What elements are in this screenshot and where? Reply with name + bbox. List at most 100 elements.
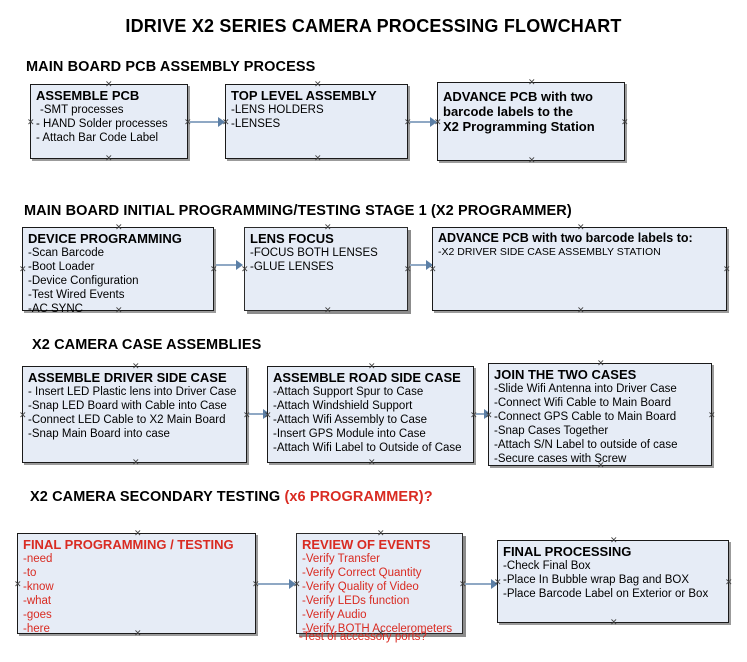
box-title: ASSEMBLE ROAD SIDE CASE — [273, 370, 461, 385]
resize-handle-bottom[interactable] — [134, 630, 141, 637]
resize-handle-left[interactable] — [14, 581, 21, 588]
section-heading-x2-camera-case-assemblies: X2 CAMERA CASE ASSEMBLIES — [32, 337, 261, 353]
resize-handle-bottom[interactable] — [577, 307, 584, 314]
box-title: ASSEMBLE DRIVER SIDE CASE — [28, 370, 227, 385]
resize-handle-bottom[interactable] — [597, 462, 604, 469]
process-box-top-level-assembly[interactable]: TOP LEVEL ASSEMBLY -LENS HOLDERS -LENSES — [225, 84, 408, 159]
resize-handle-bottom[interactable] — [105, 155, 112, 162]
box-line: - Attach Bar Code Label — [36, 132, 159, 144]
box-line: -Attach Wifi Assembly to Case — [273, 414, 428, 426]
box-line: -Secure cases with Screw — [494, 453, 627, 465]
box-title: LENS FOCUS — [250, 231, 334, 246]
resize-handle-top[interactable] — [377, 530, 384, 537]
resize-handle-left[interactable] — [264, 412, 271, 419]
box-line: -Verify Quality of Video — [302, 581, 419, 593]
box-line: -Attach S/N Label to outside of case — [494, 439, 678, 451]
box-line: -Verify Transfer — [302, 553, 380, 565]
process-box-assemble-pcb[interactable]: ASSEMBLE PCB -SMT processes - HAND Solde… — [30, 84, 188, 159]
box-line: -what — [23, 595, 52, 607]
resize-handle-right[interactable] — [708, 412, 715, 419]
resize-handle-left[interactable] — [19, 412, 26, 419]
resize-handle-left[interactable] — [434, 119, 441, 126]
box-line: -Boot Loader — [28, 261, 95, 273]
process-box-final-processing[interactable]: FINAL PROCESSING -Check Final Box -Place… — [497, 540, 729, 623]
process-box-advance-pcb-programming-station[interactable]: ADVANCE PCB with two barcode labels to t… — [437, 82, 625, 161]
resize-handle-right[interactable] — [723, 266, 730, 273]
box-line: -Attach Support Spur to Case — [273, 386, 424, 398]
process-box-assemble-driver-side-case[interactable]: ASSEMBLE DRIVER SIDE CASE - Insert LED P… — [22, 366, 247, 463]
resize-handle-top[interactable] — [134, 530, 141, 537]
box-line: -LENSES — [231, 118, 281, 130]
section-heading-text: X2 CAMERA SECONDARY TESTING — [30, 489, 285, 505]
resize-handle-right[interactable] — [404, 266, 411, 273]
box-line: -need — [23, 553, 53, 565]
resize-handle-left[interactable] — [293, 581, 300, 588]
connector-arrow — [190, 121, 220, 123]
box-line: -Verify LEDs function — [302, 595, 410, 607]
box-title: TOP LEVEL ASSEMBLY — [231, 88, 377, 103]
resize-handle-bottom[interactable] — [115, 307, 122, 314]
connector-arrow — [249, 413, 265, 415]
resize-handle-top[interactable] — [368, 363, 375, 370]
resize-handle-left[interactable] — [429, 266, 436, 273]
process-box-join-the-two-cases[interactable]: JOIN THE TWO CASES -Slide Wifi Antenna i… — [488, 363, 712, 466]
resize-handle-bottom[interactable] — [132, 459, 139, 466]
box-line: -Snap Main Board into case — [28, 428, 170, 440]
box-line: -Scan Barcode — [28, 247, 105, 259]
box-line: barcode labels to the — [443, 104, 574, 119]
resize-handle-right[interactable] — [210, 266, 217, 273]
box-line: -goes — [23, 609, 52, 621]
box-line: -Place In Bubble wrap Bag and BOX — [503, 574, 690, 586]
resize-handle-right[interactable] — [621, 119, 628, 126]
resize-handle-bottom[interactable] — [528, 157, 535, 164]
resize-handle-bottom[interactable] — [324, 307, 331, 314]
resize-handle-left[interactable] — [19, 266, 26, 273]
resize-handle-left[interactable] — [222, 119, 229, 126]
box-line: -Attach Windshield Support — [273, 400, 413, 412]
box-line: -Connect Wifi Cable to Main Board — [494, 397, 672, 409]
resize-handle-top[interactable] — [577, 224, 584, 231]
resize-handle-top[interactable] — [115, 224, 122, 231]
resize-handle-top[interactable] — [610, 537, 617, 544]
box-title: DEVICE PROGRAMMING — [28, 231, 182, 246]
process-box-lens-focus[interactable]: LENS FOCUS -FOCUS BOTH LENSES -GLUE LENS… — [244, 227, 408, 311]
box-line: -FOCUS BOTH LENSES — [250, 247, 378, 259]
resize-handle-left[interactable] — [494, 579, 501, 586]
section-heading-accent-text: (x6 PROGRAMMER)? — [284, 489, 433, 505]
box-line: -Slide Wifi Antenna into Driver Case — [494, 383, 677, 395]
process-box-device-programming[interactable]: DEVICE PROGRAMMING -Scan Barcode -Boot L… — [19, 224, 217, 315]
box-line: -know — [23, 581, 54, 593]
box-title: ADVANCE PCB with two — [443, 89, 593, 104]
box-line: -Insert GPS Module into Case — [273, 428, 426, 440]
resize-handle-top[interactable] — [324, 224, 331, 231]
connector-arrowhead-icon — [236, 260, 243, 270]
box-line: -Attach Wifi Label to Outside of Case — [273, 442, 462, 454]
process-box-final-programming-testing[interactable]: FINAL PROGRAMMING / TESTING -need -to -k… — [14, 530, 256, 637]
resize-handle-left[interactable] — [485, 412, 492, 419]
resize-handle-left[interactable] — [27, 119, 34, 126]
box-line: X2 Programming Station — [443, 119, 595, 134]
resize-handle-top[interactable] — [597, 360, 604, 367]
box-line: -Connect GPS Cable to Main Board — [494, 411, 677, 423]
box-line: -Connect LED Cable to X2 Main Board — [28, 414, 226, 426]
resize-handle-left[interactable] — [241, 266, 248, 273]
section-heading-main-board-pcb-assembly: MAIN BOARD PCB ASSEMBLY PROCESS — [26, 59, 315, 75]
process-box-assemble-road-side-case[interactable]: ASSEMBLE ROAD SIDE CASE -Attach Support … — [267, 366, 474, 463]
process-box-advance-pcb-driver-side-case[interactable]: ADVANCE PCB with two barcode labels to: … — [432, 227, 727, 311]
resize-handle-top[interactable] — [528, 79, 535, 86]
resize-handle-bottom[interactable] — [368, 459, 375, 466]
resize-handle-top[interactable] — [105, 81, 112, 88]
resize-handle-top[interactable] — [314, 81, 321, 88]
resize-handle-top[interactable] — [132, 363, 139, 370]
box-title: ASSEMBLE PCB — [36, 88, 140, 103]
connector-arrow — [410, 121, 432, 123]
box-line: -Device Configuration — [28, 275, 139, 287]
box-title: FINAL PROGRAMMING / TESTING — [23, 537, 234, 552]
resize-handle-right[interactable] — [725, 579, 732, 586]
resize-handle-bottom[interactable] — [314, 155, 321, 162]
box-title: JOIN THE TWO CASES — [494, 367, 637, 382]
resize-handle-bottom[interactable] — [610, 619, 617, 626]
process-box-review-of-events[interactable]: REVIEW OF EVENTS -Verify Transfer -Verif… — [293, 530, 463, 635]
connector-arrow — [258, 583, 291, 585]
box-line: -Verify Correct Quantity — [302, 567, 422, 579]
